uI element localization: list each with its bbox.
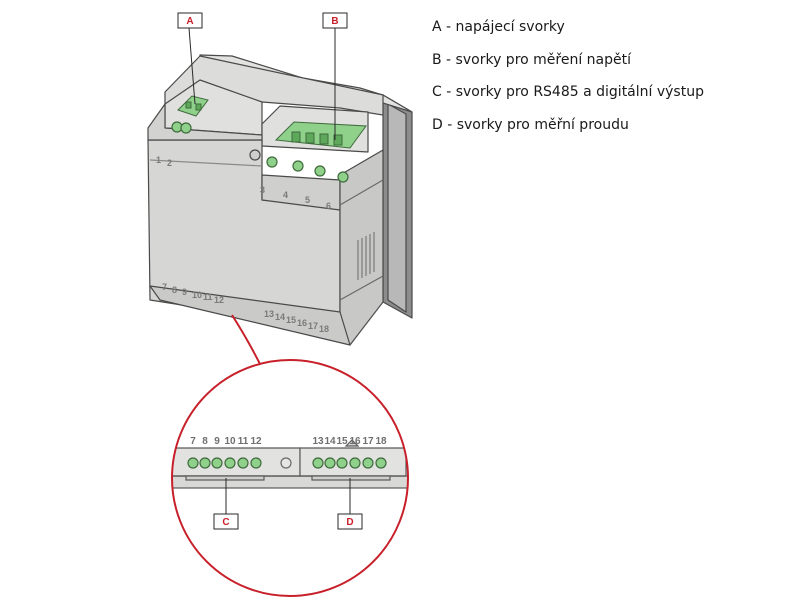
terminal-block-b <box>274 121 367 149</box>
callout-b-box <box>322 12 348 29</box>
legend-item-d: D - svorky pro měřní proudu <box>432 117 629 133</box>
terminal-number: 3 <box>260 185 265 195</box>
callout-d-label: D <box>346 517 353 528</box>
screw-terminal-6 <box>337 171 349 183</box>
terminal-number: 12 <box>214 295 224 305</box>
zoom-terminals-left <box>187 457 262 469</box>
terminal-block-a-body <box>177 95 209 117</box>
bottom-lip <box>149 285 351 346</box>
zoom-terminal-number: 11 <box>238 436 249 447</box>
legend-item-c: C - svorky pro RS485 a digitální výstup <box>432 84 704 100</box>
right-face-divider <box>339 179 384 206</box>
zoom-detail: 7 8 9 10 11 12 13 14 15 16 17 18 C D <box>171 359 409 597</box>
terminal-number: 10 <box>192 290 202 300</box>
callout-b-label: B <box>331 16 338 27</box>
callout-d-box <box>337 513 363 530</box>
callout-d: D <box>337 478 363 530</box>
terminal-number: 2 <box>167 158 172 168</box>
terminal-screws-a <box>171 121 192 134</box>
zoom-screw-terminal-11 <box>237 457 249 469</box>
screw-terminal-4 <box>292 160 304 172</box>
zoom-screw-terminal-18 <box>375 457 387 469</box>
terminal-number: 7 <box>162 282 167 292</box>
zoom-screw-terminal-17 <box>362 457 374 469</box>
legend-item-b: B - svorky pro měření napětí <box>432 52 632 68</box>
zoom-terminal-number: 17 <box>362 436 374 447</box>
callout-c-label: C <box>222 517 229 528</box>
right-face-divider-2 <box>339 275 384 301</box>
terminal-a-slot <box>185 101 192 109</box>
front-panel-face <box>387 103 407 313</box>
callout-a-leader <box>188 27 196 105</box>
terminal-block-a <box>177 95 209 117</box>
zoom-screw-terminal-14 <box>324 457 336 469</box>
zoom-terminal-number: 10 <box>224 436 236 447</box>
terminal-number: 14 <box>275 312 285 322</box>
zoom-terminal-number: 16 <box>349 436 361 447</box>
energy-meter-device <box>147 54 413 346</box>
screw <box>249 149 261 161</box>
terminal-number: 17 <box>308 321 318 331</box>
terminal-a-slot <box>195 103 202 111</box>
zoom-notch <box>344 439 360 447</box>
terminal-number: 5 <box>305 195 310 205</box>
callout-b: B <box>322 12 348 140</box>
zoom-terminal-numbers: 7 8 9 10 11 12 13 14 15 16 17 18 <box>190 436 387 447</box>
zoom-lip-left <box>185 475 265 481</box>
callout-a-label: A <box>186 16 193 27</box>
zoom-screw-terminal-8 <box>199 457 211 469</box>
terminal-number: 9 <box>182 287 187 297</box>
callout-c: C <box>213 478 239 530</box>
terminal-number: 13 <box>264 309 274 319</box>
terminal-number: 6 <box>326 201 331 211</box>
legend: A - napájecí svorky B - svorky pro měřen… <box>432 19 704 133</box>
terminal-number: 1 <box>156 155 161 165</box>
screw-terminal-3 <box>266 156 278 168</box>
vent-slots <box>357 232 375 280</box>
terminal-number: 18 <box>319 324 329 334</box>
zoom-circle-border <box>171 359 409 597</box>
zoom-terminal-number: 8 <box>202 436 208 447</box>
zoom-terminal-number: 18 <box>375 436 387 447</box>
zoom-screw-plain <box>280 457 292 469</box>
zoom-terminals-right <box>312 457 387 469</box>
zoom-screw-terminal-12 <box>250 457 262 469</box>
zoom-terminal-number: 13 <box>312 436 324 447</box>
zoom-screw-terminal-10 <box>224 457 236 469</box>
terminal-number: 15 <box>286 315 296 325</box>
screw-terminal-5 <box>314 165 326 177</box>
zoom-lip-right <box>311 475 391 481</box>
zoom-screw-terminal-15 <box>336 457 348 469</box>
zoom-screw-terminal-16 <box>349 457 361 469</box>
legend-item-a: A - napájecí svorky <box>432 19 565 35</box>
zoom-terminal-number: 9 <box>214 436 220 447</box>
zoom-screw-terminal-7 <box>187 457 199 469</box>
zoom-screw-terminal-9 <box>211 457 223 469</box>
zoom-terminal-number: 12 <box>250 436 262 447</box>
zoom-screw-terminal-13 <box>312 457 324 469</box>
terminal-b-slot <box>319 133 329 145</box>
callout-a: A <box>177 12 203 105</box>
terminal-b-slot <box>305 132 315 144</box>
callout-a-box <box>177 12 203 29</box>
terminal-number: 11 <box>203 292 213 302</box>
terminal-screws-b <box>266 156 349 183</box>
device-terminal-numbers: 1 2 3 4 5 6 7 8 9 10 11 12 13 14 15 16 1… <box>156 155 331 334</box>
screw-terminal-2 <box>180 122 192 134</box>
terminal-b-slot <box>333 134 343 146</box>
zoom-terminal-number: 15 <box>336 436 348 447</box>
terminal-number: 8 <box>172 285 177 295</box>
zoom-terminal-number: 14 <box>324 436 336 447</box>
terminal-number: 4 <box>283 190 288 200</box>
terminal-number: 16 <box>297 318 307 328</box>
zoom-terminal-number: 7 <box>190 436 196 447</box>
body-seam <box>149 159 263 167</box>
callout-c-box <box>213 513 239 530</box>
terminal-b-slot <box>291 131 301 143</box>
